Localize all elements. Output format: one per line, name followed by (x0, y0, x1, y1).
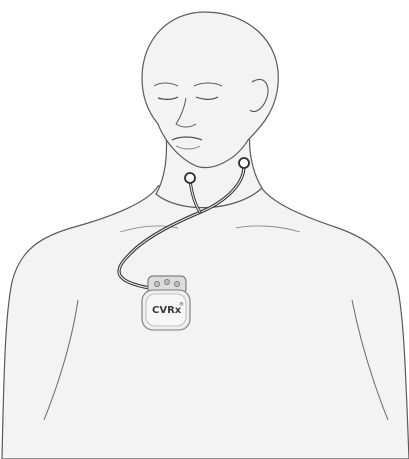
left-electrode (185, 173, 195, 183)
torso (2, 182, 409, 459)
right-electrode (239, 158, 249, 168)
implanted-device: CVRx ® (142, 276, 190, 330)
device-trademark: ® (179, 301, 184, 308)
device-header-port-1 (154, 281, 159, 286)
head (142, 12, 278, 168)
device-header-port-3 (174, 281, 179, 286)
device-brand: CVRx (152, 305, 182, 316)
device-header-port-2 (164, 279, 169, 284)
